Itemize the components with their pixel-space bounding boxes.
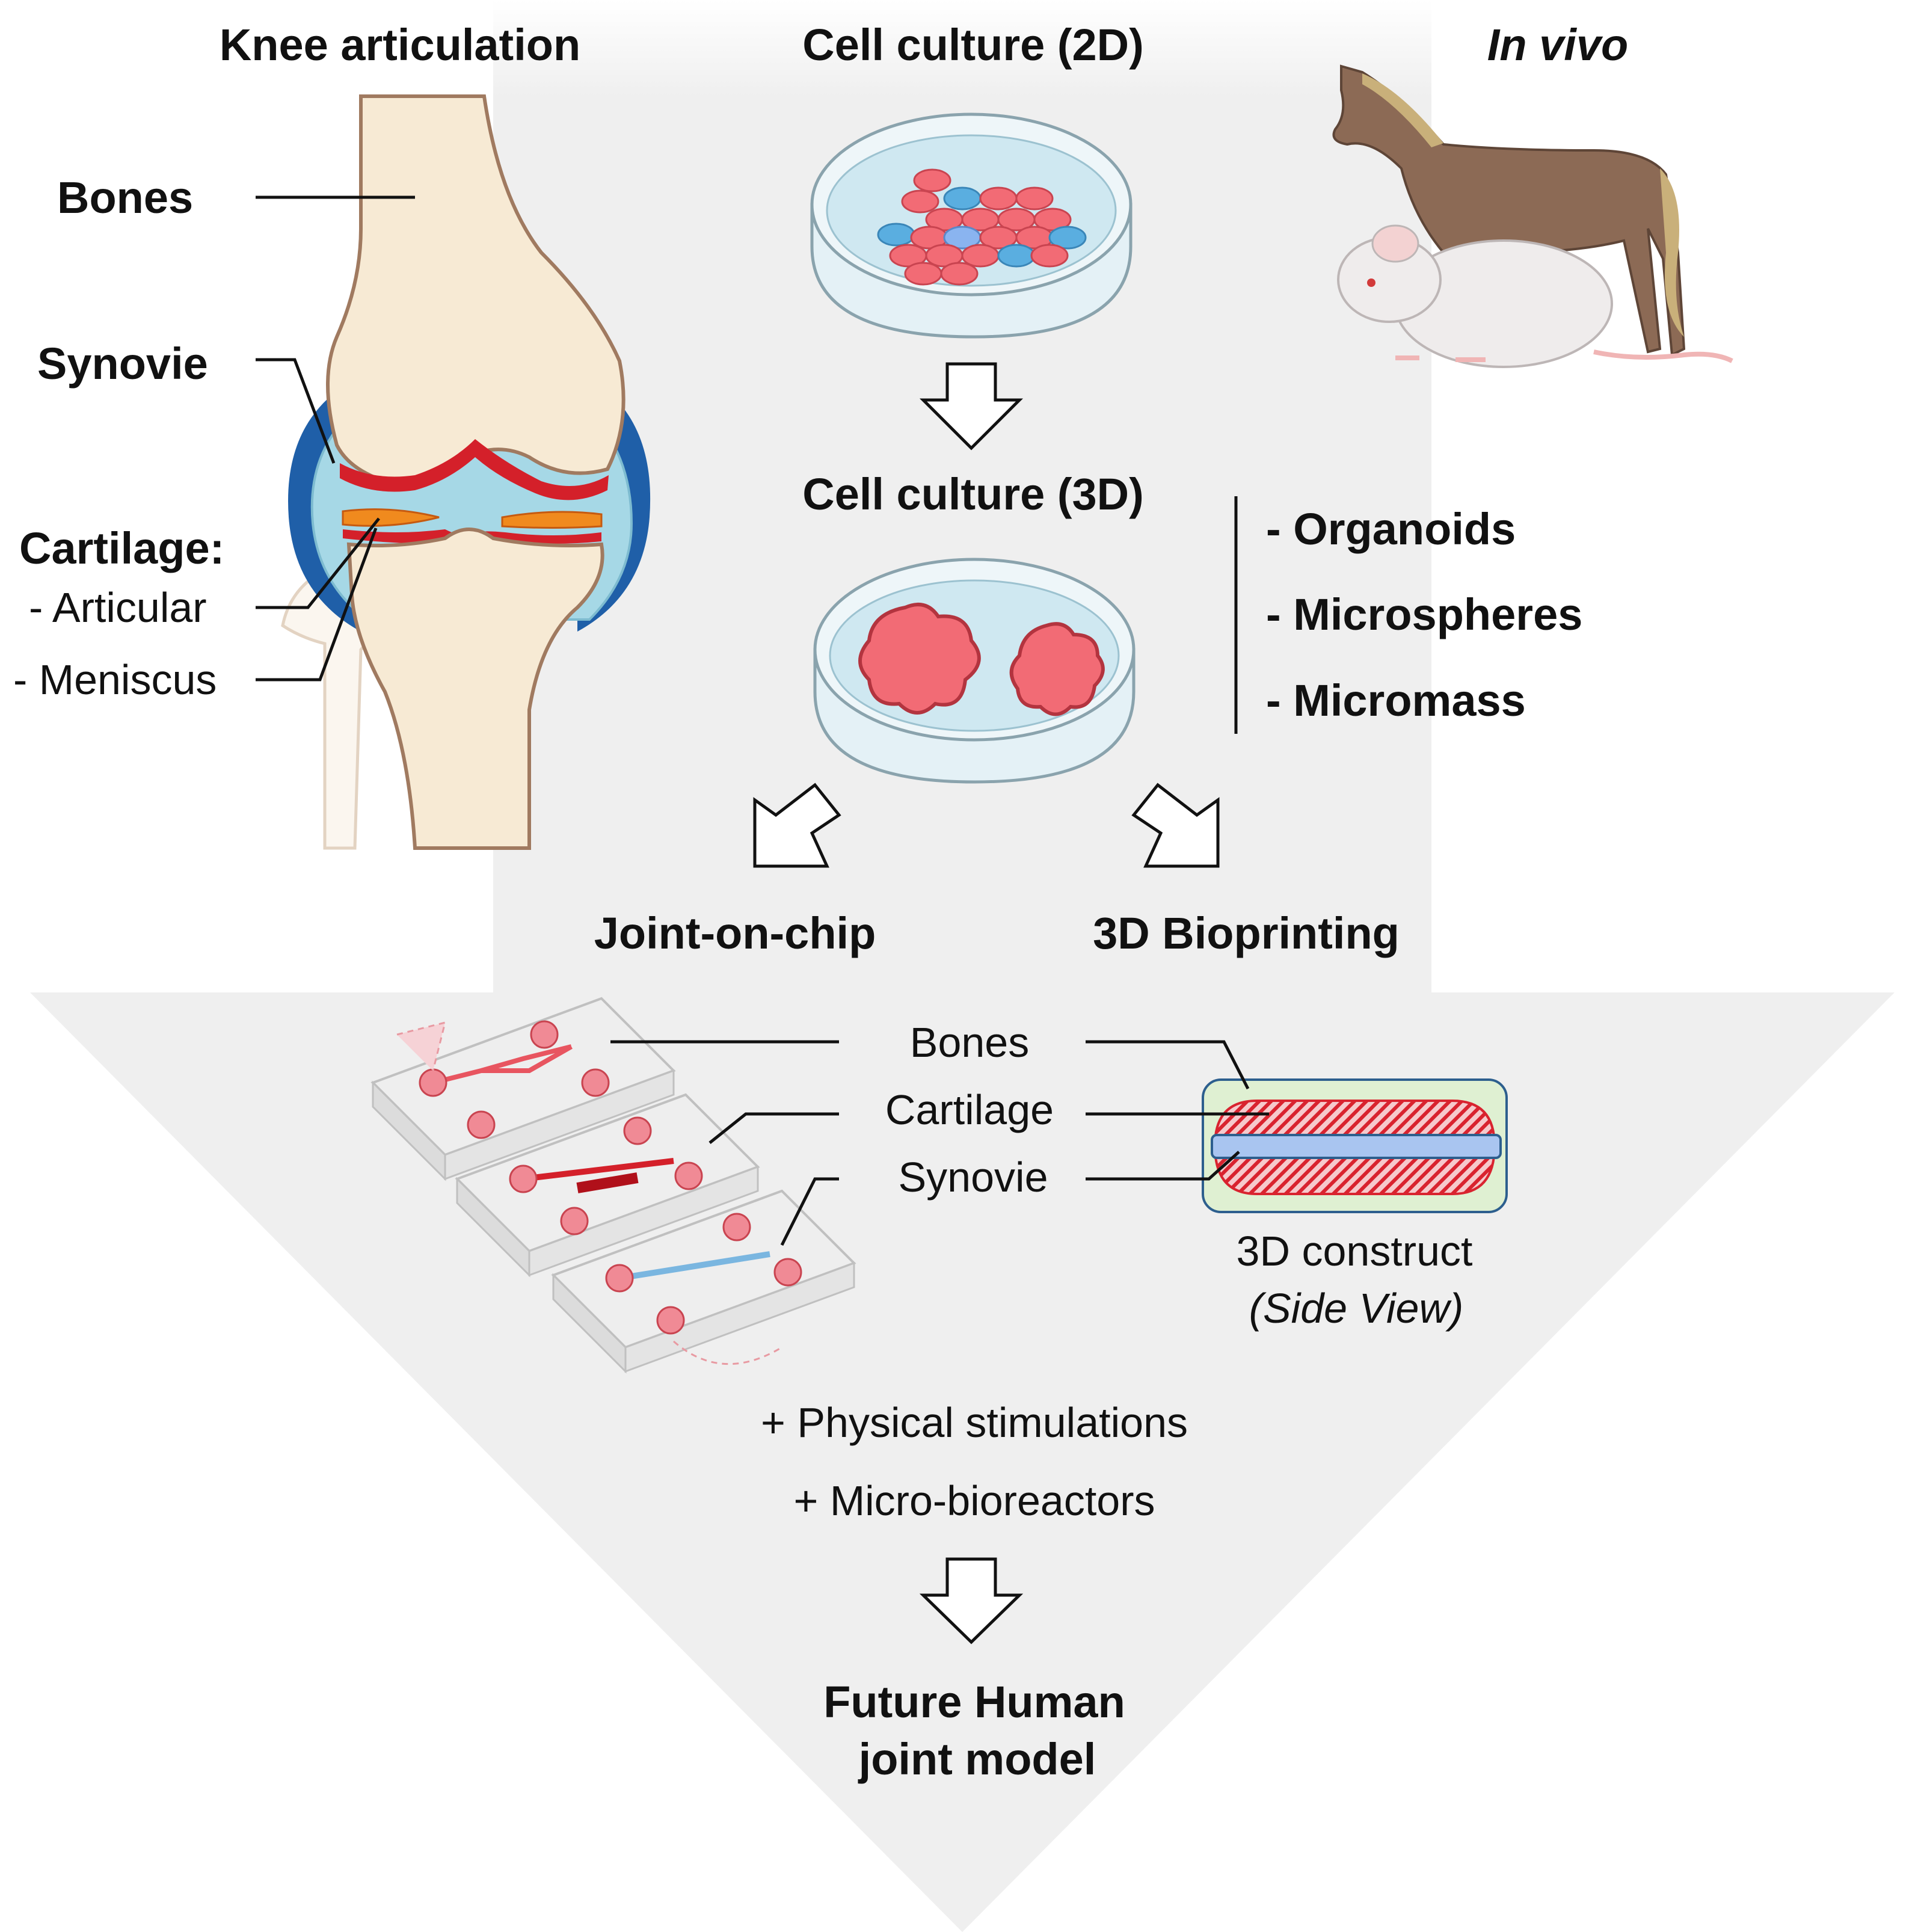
leader-chip-synovie bbox=[780, 1177, 839, 1246]
organoid-right bbox=[1009, 622, 1105, 716]
petri-dish-2d bbox=[810, 112, 1133, 339]
result-line-2: joint model bbox=[858, 1734, 1096, 1784]
construct-leader-lines bbox=[1086, 1040, 1269, 1181]
meniscus-right bbox=[501, 511, 603, 529]
leader-construct-synovie bbox=[1086, 1151, 1240, 1181]
knee-label-cartilage: Cartilage: bbox=[19, 523, 225, 573]
arrow-diag-left bbox=[753, 783, 841, 868]
chip-leader-lines bbox=[610, 1040, 839, 1246]
culture-3d-type-microspheres: - Microspheres bbox=[1266, 589, 1583, 639]
femoral-cartilage bbox=[340, 439, 609, 500]
knee-label-articular: - Articular bbox=[29, 584, 207, 631]
addition-physical-stimulations: + Physical stimulations bbox=[760, 1399, 1188, 1446]
addition-micro-bioreactors: + Micro-bioreactors bbox=[793, 1477, 1155, 1524]
construct-title: 3D construct bbox=[1236, 1228, 1473, 1275]
construct-illustration bbox=[1202, 1078, 1508, 1213]
tibia bbox=[346, 527, 604, 850]
leader-chip-cartilage bbox=[708, 1112, 839, 1144]
petri-dish-3d bbox=[813, 558, 1136, 784]
arrow-down-1 bbox=[919, 362, 1024, 451]
knee-label-bones: Bones bbox=[57, 173, 194, 223]
branch-3d-bioprinting: 3D Bioprinting bbox=[1093, 908, 1400, 958]
knee-label-meniscus: - Meniscus bbox=[13, 656, 217, 703]
leader-meniscus bbox=[256, 528, 378, 681]
joint-on-chip-illustration bbox=[370, 997, 856, 1374]
header-in-vivo: In vivo bbox=[1487, 20, 1629, 70]
tissue-label-synovie: Synovie bbox=[898, 1154, 1048, 1201]
cells-2d bbox=[877, 168, 1087, 286]
header-culture-2d: Cell culture (2D) bbox=[802, 20, 1144, 70]
arrow-diag-right bbox=[1131, 783, 1220, 868]
knee-leader-lines bbox=[256, 195, 415, 681]
knee-illustration bbox=[281, 94, 651, 850]
culture-3d-title: Cell culture (3D) bbox=[802, 469, 1144, 519]
knee-label-synovie: Synovie bbox=[37, 339, 208, 389]
culture-3d-type-organoids: - Organoids bbox=[1266, 504, 1516, 554]
leader-articular bbox=[256, 517, 380, 609]
leader-construct-bones bbox=[1086, 1040, 1250, 1090]
meniscus-left bbox=[342, 508, 440, 527]
branch-joint-on-chip: Joint-on-chip bbox=[594, 908, 876, 958]
tissue-label-bones: Bones bbox=[909, 1019, 1030, 1066]
construct-subtitle: (Side View) bbox=[1249, 1285, 1464, 1332]
leader-synovie bbox=[256, 358, 336, 464]
result-line-1: Future Human bbox=[823, 1677, 1125, 1727]
culture-3d-type-micromass: - Micromass bbox=[1266, 675, 1526, 725]
tissue-label-cartilage: Cartilage bbox=[885, 1086, 1054, 1133]
arrow-down-final bbox=[919, 1557, 1024, 1644]
header-knee: Knee articulation bbox=[219, 20, 581, 70]
mouse-illustration bbox=[1337, 224, 1733, 368]
organoid-left bbox=[858, 603, 981, 715]
femur bbox=[326, 94, 625, 487]
